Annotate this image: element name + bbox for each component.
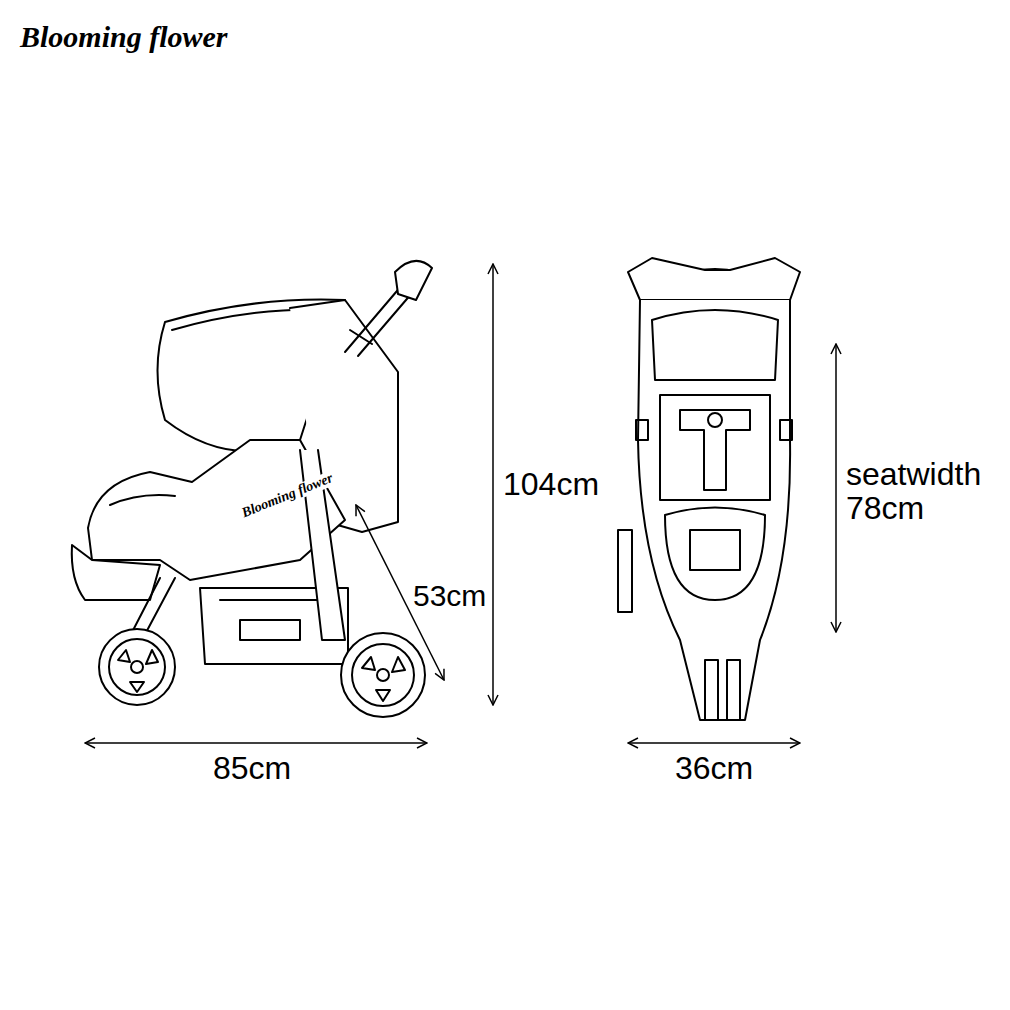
logo-badge <box>708 413 722 427</box>
brand-title: Blooming flower <box>20 20 228 54</box>
seat-dimension <box>835 344 837 632</box>
seat-back <box>652 310 778 380</box>
side-clip <box>780 420 792 440</box>
basket-tag <box>240 620 300 640</box>
rear-wheel <box>341 633 425 717</box>
wheel-rim <box>352 644 414 706</box>
dimension-label: seatwidth 78cm <box>846 458 1004 525</box>
front-wheels <box>705 660 740 720</box>
length-dimension <box>85 742 427 744</box>
dimension-label: 36cm <box>675 752 753 786</box>
height-dimension <box>492 264 494 705</box>
footrest <box>72 545 160 600</box>
seat <box>660 395 770 500</box>
dimension-label: 53cm <box>413 580 486 612</box>
wheel-spokes <box>118 650 158 692</box>
wheel-hub <box>377 669 389 681</box>
wheel-hub <box>131 661 143 673</box>
side-clip <box>636 420 648 440</box>
wheel-rim <box>109 639 165 695</box>
dimension-label: 85cm <box>213 752 291 786</box>
handle-bar <box>628 258 800 300</box>
side-wheel <box>618 530 632 612</box>
footrest <box>665 508 765 601</box>
front-wheel <box>99 629 175 705</box>
dimension-label: 104cm <box>503 468 599 502</box>
armrest <box>110 495 175 505</box>
frame-outline <box>638 300 790 720</box>
handle-joint <box>350 330 372 344</box>
width-dimension <box>628 742 800 744</box>
wheel-spokes <box>362 657 405 701</box>
dimension-lines <box>85 264 836 743</box>
stroller-front-view <box>618 258 800 720</box>
harness <box>680 410 750 490</box>
stroller-side-view <box>72 261 432 717</box>
foot-panel <box>690 530 740 570</box>
handle-grip <box>395 261 432 300</box>
